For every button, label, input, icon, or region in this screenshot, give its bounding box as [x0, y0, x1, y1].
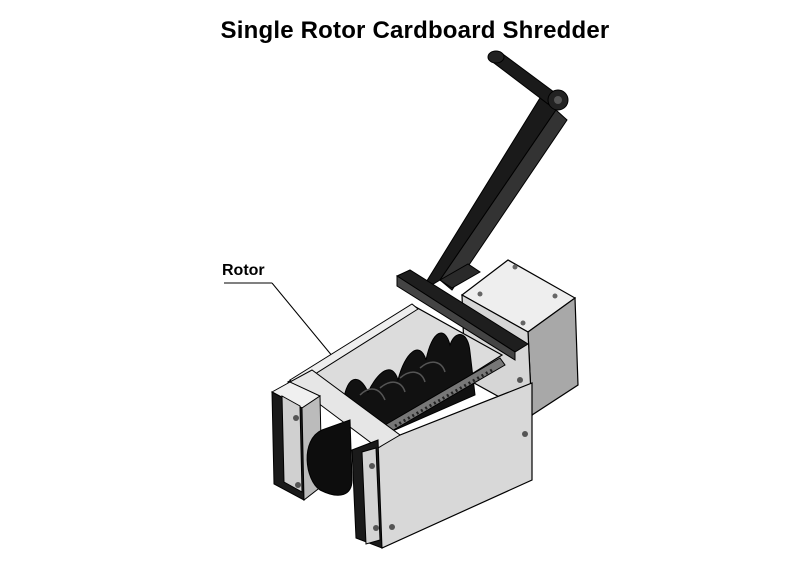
crank-handle: [419, 50, 569, 293]
diagram-title: Single Rotor Cardboard Shredder: [220, 17, 610, 44]
front-frame: [270, 303, 533, 549]
rotor: [344, 332, 506, 433]
rotor-callout-label: Rotor: [222, 262, 265, 279]
top-plate: [395, 269, 529, 361]
